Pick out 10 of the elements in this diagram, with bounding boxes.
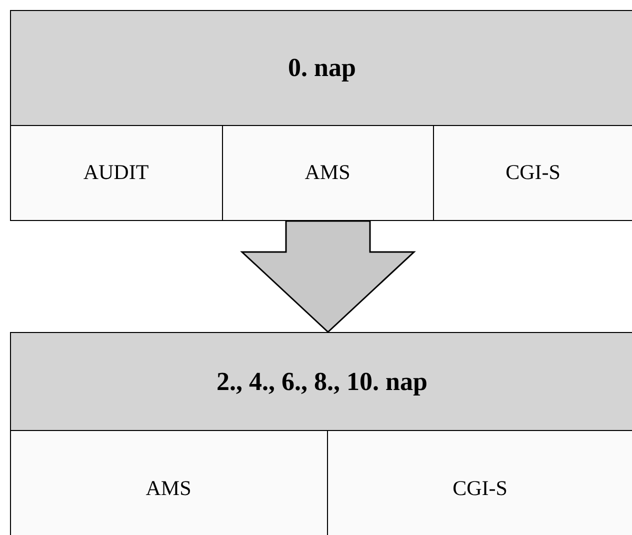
column-box: CGI-S — [432, 124, 632, 220]
column-box: CGI-S — [326, 430, 632, 535]
block-arrow — [240, 220, 416, 334]
column-box: AUDIT — [10, 124, 222, 220]
group-heading: 0. nap — [287, 52, 357, 82]
column-box: AMS — [222, 124, 434, 220]
group-heading: 2., 4., 6., 8., 10. nap — [216, 366, 428, 396]
group-panel — [10, 332, 632, 535]
column-box: AMS — [10, 430, 328, 535]
group-panel — [10, 10, 632, 221]
